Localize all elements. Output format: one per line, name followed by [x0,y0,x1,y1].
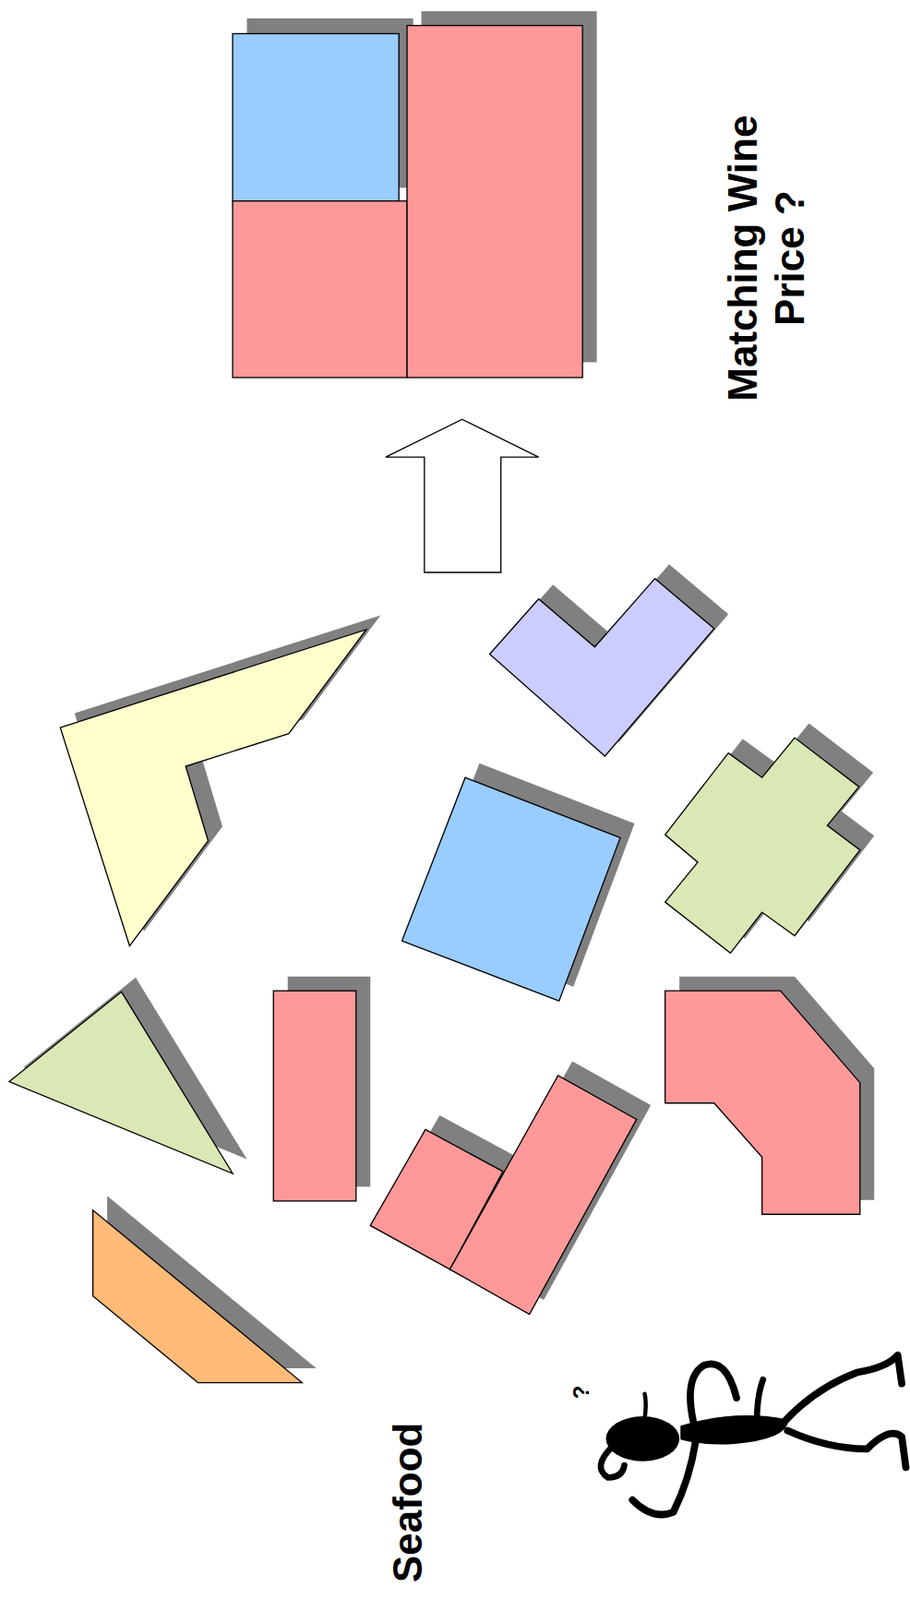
shapes [9,25,861,1383]
shadows [23,11,875,1368]
thought-mark: ? [568,1373,595,1411]
question-label: Matching Wine Price ? [719,92,814,425]
stick-figure [600,1354,907,1515]
category-label: Seafood [384,1381,432,1600]
